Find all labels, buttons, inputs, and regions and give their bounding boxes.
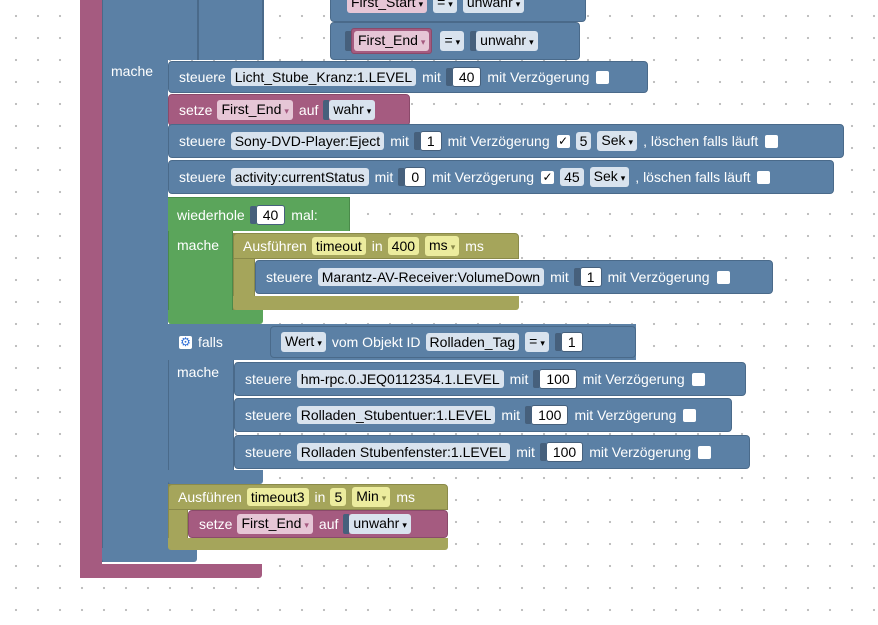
- set-value-unwahr[interactable]: unwahr▾: [349, 514, 411, 534]
- unit-sony[interactable]: Sek▾: [597, 131, 638, 151]
- delay-checkbox-sony[interactable]: ✓: [556, 133, 570, 148]
- logic-and-divider: [262, 0, 264, 60]
- delay-checkbox-activity[interactable]: ✓: [541, 169, 555, 184]
- object-licht[interactable]: Licht_Stube_Kranz:1.LEVEL: [230, 68, 417, 86]
- variable-first-start[interactable]: First_Start▾: [347, 0, 428, 13]
- if-block-frame[interactable]: [102, 0, 168, 562]
- delay-checkbox-licht[interactable]: [596, 70, 610, 84]
- compare-rolladen-tag[interactable]: Wert▾ vom Objekt ID Rolladen_Tag =▾ 1: [270, 326, 636, 358]
- timeout3-delay[interactable]: 5: [330, 488, 347, 506]
- unit-activity[interactable]: Sek▾: [589, 167, 630, 187]
- value-marantz[interactable]: 1: [573, 267, 602, 287]
- object-hm-rpc[interactable]: hm-rpc.0.JEQ0112354.1.LEVEL: [296, 370, 504, 388]
- variable-first-end[interactable]: First_End▾: [354, 31, 430, 51]
- repeat-header[interactable]: wiederhole 40 mal:: [168, 197, 350, 231]
- value-activity[interactable]: 0: [398, 167, 427, 187]
- if-condition-area: [168, 0, 263, 60]
- value-partial[interactable]: unwahr▾: [462, 0, 525, 13]
- timeout-name[interactable]: timeout: [311, 237, 366, 255]
- object-sony[interactable]: Sony-DVD-Player:Eject: [230, 132, 385, 150]
- set-value-wahr[interactable]: wahr▾: [329, 100, 376, 120]
- set-var-first-end-2[interactable]: First_End▾: [237, 514, 313, 534]
- inner-if-bottom: [168, 470, 263, 484]
- repeat-bottom: [168, 310, 263, 324]
- logic-and-block[interactable]: und▾: [271, 33, 304, 49]
- object-stubenfenster[interactable]: Rolladen Stubenfenster:1.LEVEL: [296, 443, 511, 461]
- value-hm-rpc[interactable]: 100: [533, 369, 577, 389]
- operator-rolladen-tag[interactable]: =▾: [525, 332, 549, 352]
- timeout3-bottom: [168, 538, 448, 550]
- if-block-bottom: [102, 548, 197, 562]
- delay-checkbox-hm-rpc[interactable]: [691, 372, 705, 386]
- timeout3-header[interactable]: Ausführen timeout3 in 5 Min▾ ms: [168, 484, 448, 510]
- repeat-count[interactable]: 40: [249, 204, 286, 225]
- timeout-bottom: [233, 296, 519, 310]
- delay-sony[interactable]: 5: [575, 132, 592, 150]
- event-block-bottom: [80, 564, 262, 578]
- control-block-hm-rpc[interactable]: steuere hm-rpc.0.JEQ0112354.1.LEVEL mit …: [234, 362, 746, 396]
- delay-checkbox-stubenfenster[interactable]: [698, 445, 712, 459]
- object-stubentuer[interactable]: Rolladen_Stubentuer:1.LEVEL: [296, 406, 496, 424]
- mache-label-inner-if: mache: [177, 364, 220, 380]
- if-condition-left-border: [197, 0, 199, 60]
- value-stubentuer[interactable]: 100: [525, 405, 569, 425]
- clear-checkbox-sony[interactable]: [765, 134, 779, 148]
- wert-dropdown[interactable]: Wert▾: [281, 332, 326, 352]
- object-id-rolladen-tag[interactable]: Rolladen_Tag: [425, 333, 520, 351]
- timeout-unit[interactable]: ms▾: [425, 236, 460, 256]
- mache-label-loop: mache: [177, 237, 220, 253]
- object-activity[interactable]: activity:currentStatus: [230, 168, 369, 186]
- mache-label-if: mache: [111, 63, 154, 79]
- control-block-sony[interactable]: steuere Sony-DVD-Player:Eject mit 1 mit …: [168, 124, 844, 158]
- delay-checkbox-stubentuer[interactable]: [683, 408, 697, 422]
- gear-icon[interactable]: ⚙: [179, 334, 192, 349]
- set-block-first-end[interactable]: setze First_End▾ auf wahr▾: [168, 94, 410, 126]
- timeout-header[interactable]: Ausführen timeout in 400 ms▾ ms: [233, 233, 519, 259]
- timeout3-unit[interactable]: Min▾: [352, 487, 391, 507]
- timeout3-name[interactable]: timeout3: [246, 488, 309, 506]
- set-var-first-end[interactable]: First_End▾: [217, 100, 293, 120]
- operator-equals[interactable]: =▾: [440, 31, 465, 51]
- control-block-stubentuer[interactable]: steuere Rolladen_Stubentuer:1.LEVEL mit …: [234, 398, 732, 432]
- object-marantz[interactable]: Marantz-AV-Receiver:VolumeDown: [317, 268, 545, 286]
- control-block-stubenfenster[interactable]: steuere Rolladen Stubenfenster:1.LEVEL m…: [234, 435, 750, 469]
- value-rolladen-tag[interactable]: 1: [554, 332, 583, 352]
- value-licht[interactable]: 40: [445, 67, 482, 87]
- control-block-licht[interactable]: steuere Licht_Stube_Kranz:1.LEVEL mit 40…: [168, 61, 648, 93]
- set-block-unwahr[interactable]: setze First_End▾ auf unwahr▾: [188, 510, 448, 538]
- operator-partial[interactable]: =▾: [433, 0, 457, 13]
- value-unwahr[interactable]: unwahr▾: [476, 31, 538, 51]
- compare-first-end[interactable]: First_End▾ =▾ unwahr▾: [330, 22, 580, 60]
- control-block-marantz[interactable]: steuere Marantz-AV-Receiver:VolumeDown m…: [255, 260, 773, 294]
- delay-checkbox-marantz[interactable]: [716, 270, 730, 284]
- value-stubenfenster[interactable]: 100: [539, 442, 584, 462]
- event-block-frame[interactable]: [80, 0, 102, 578]
- delay-activity[interactable]: 45: [560, 168, 584, 186]
- value-sony[interactable]: 1: [413, 131, 442, 151]
- timeout-delay[interactable]: 400: [387, 237, 420, 255]
- compare-first-start[interactable]: First_Start▾ =▾ unwahr▾: [330, 0, 586, 22]
- clear-checkbox-activity[interactable]: [757, 170, 771, 184]
- control-block-activity[interactable]: steuere activity:currentStatus mit 0 mit…: [168, 160, 834, 194]
- and-label: und: [271, 33, 295, 49]
